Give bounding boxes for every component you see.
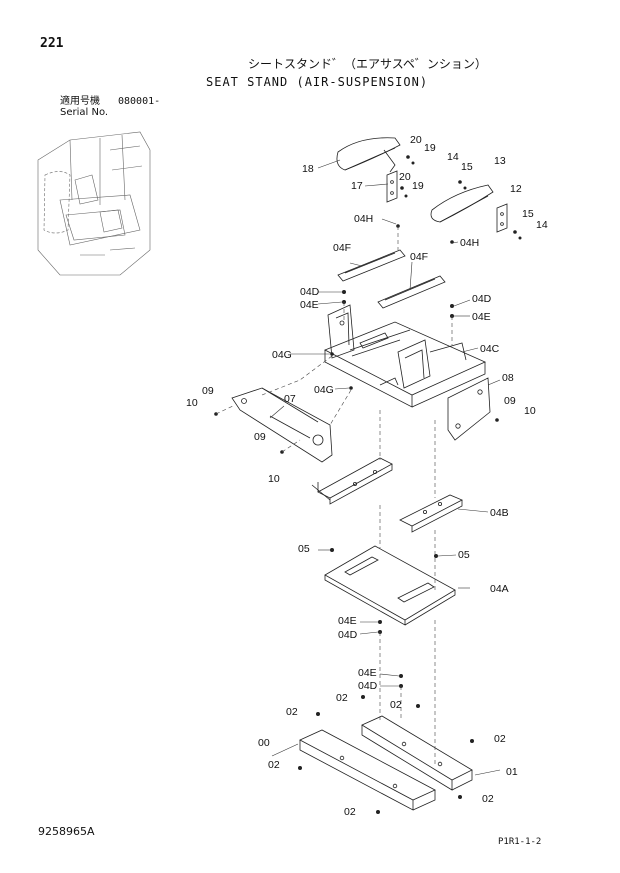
page-code: P1R1-1-2 bbox=[498, 837, 542, 847]
callout-15: 15 bbox=[522, 208, 534, 220]
seat-frame-04C bbox=[324, 304, 486, 408]
callout-13: 13 bbox=[494, 155, 506, 167]
callout-04H: 04H bbox=[354, 213, 373, 225]
callout-19: 19 bbox=[412, 180, 424, 192]
callout-14: 14 bbox=[536, 219, 548, 231]
callout-10: 10 bbox=[268, 473, 280, 485]
callout-05: 05 bbox=[458, 549, 470, 561]
callout-04G: 04G bbox=[272, 349, 292, 361]
armrest-right bbox=[430, 184, 494, 223]
base-plate-04A bbox=[324, 545, 456, 626]
callout-02: 02 bbox=[268, 759, 280, 771]
callout-02: 02 bbox=[344, 806, 356, 818]
callout-04F: 04F bbox=[410, 251, 428, 263]
callout-04A: 04A bbox=[490, 583, 509, 595]
callout-04E: 04E bbox=[300, 299, 319, 311]
armrest-left bbox=[336, 137, 401, 173]
page-number: 221 bbox=[40, 36, 64, 51]
callout-04E: 04E bbox=[358, 667, 377, 679]
support-bar-04F-right bbox=[377, 275, 446, 309]
callout-leaders bbox=[269, 159, 501, 776]
callout-02: 02 bbox=[494, 733, 506, 745]
callout-04F: 04F bbox=[333, 242, 351, 254]
support-bar-04F-left bbox=[337, 249, 406, 282]
callout-09: 09 bbox=[202, 385, 214, 397]
callout-10: 10 bbox=[186, 397, 198, 409]
mount-bracket-01 bbox=[361, 715, 473, 791]
callout-04C: 04C bbox=[480, 343, 500, 355]
callout-17: 17 bbox=[351, 180, 363, 192]
callout-20: 20 bbox=[410, 134, 422, 146]
callout-15: 15 bbox=[461, 161, 473, 173]
serial-label-japanese: 適用号機 bbox=[60, 96, 100, 107]
hardware-fasteners bbox=[214, 155, 522, 814]
callout-labels: 18 20 19 14 15 13 17 20 19 12 15 14 04H … bbox=[186, 134, 548, 818]
assembly-guide-lines bbox=[215, 226, 453, 765]
callout-04D: 04D bbox=[338, 629, 358, 641]
callout-02: 02 bbox=[336, 692, 348, 704]
callout-20: 20 bbox=[399, 171, 411, 183]
callout-19: 19 bbox=[424, 142, 436, 154]
callout-00: 00 bbox=[258, 737, 270, 749]
serial-value: 080001- bbox=[118, 96, 161, 107]
callout-05: 05 bbox=[298, 543, 310, 555]
callout-09: 09 bbox=[254, 431, 266, 443]
document-number: 9258965A bbox=[38, 825, 95, 838]
callout-18: 18 bbox=[302, 163, 314, 175]
callout-04D: 04D bbox=[358, 680, 378, 692]
side-plate-07 bbox=[231, 387, 333, 463]
callout-01: 01 bbox=[506, 766, 518, 778]
callout-04B: 04B bbox=[490, 507, 509, 519]
callout-04H: 04H bbox=[460, 237, 479, 249]
slide-rail-04B bbox=[311, 457, 463, 533]
callout-07: 07 bbox=[284, 393, 296, 405]
callout-02: 02 bbox=[390, 699, 402, 711]
armrest-bracket-12 bbox=[496, 203, 508, 233]
callout-12: 12 bbox=[510, 183, 522, 195]
callout-14: 14 bbox=[447, 151, 459, 163]
side-plate-08 bbox=[447, 377, 491, 441]
armrest-bracket-17 bbox=[386, 170, 398, 203]
callout-02: 02 bbox=[482, 793, 494, 805]
callout-10: 10 bbox=[524, 405, 536, 417]
callout-04D: 04D bbox=[472, 293, 492, 305]
callout-09: 09 bbox=[504, 395, 516, 407]
machine-overview-sketch bbox=[37, 131, 151, 276]
callout-04E: 04E bbox=[338, 615, 357, 627]
page-title: SEAT STAND (AIR-SUSPENSION) bbox=[206, 75, 429, 89]
callout-02: 02 bbox=[286, 706, 298, 718]
serial-label: Serial No. bbox=[60, 107, 109, 118]
mount-bracket-00 bbox=[299, 729, 436, 811]
callout-04G: 04G bbox=[314, 384, 334, 396]
page-title-japanese: シートスタンド゛（エアサスペ゛ンション） bbox=[248, 57, 487, 71]
callout-04D: 04D bbox=[300, 286, 320, 298]
callout-04E: 04E bbox=[472, 311, 491, 323]
callout-08: 08 bbox=[502, 372, 514, 384]
